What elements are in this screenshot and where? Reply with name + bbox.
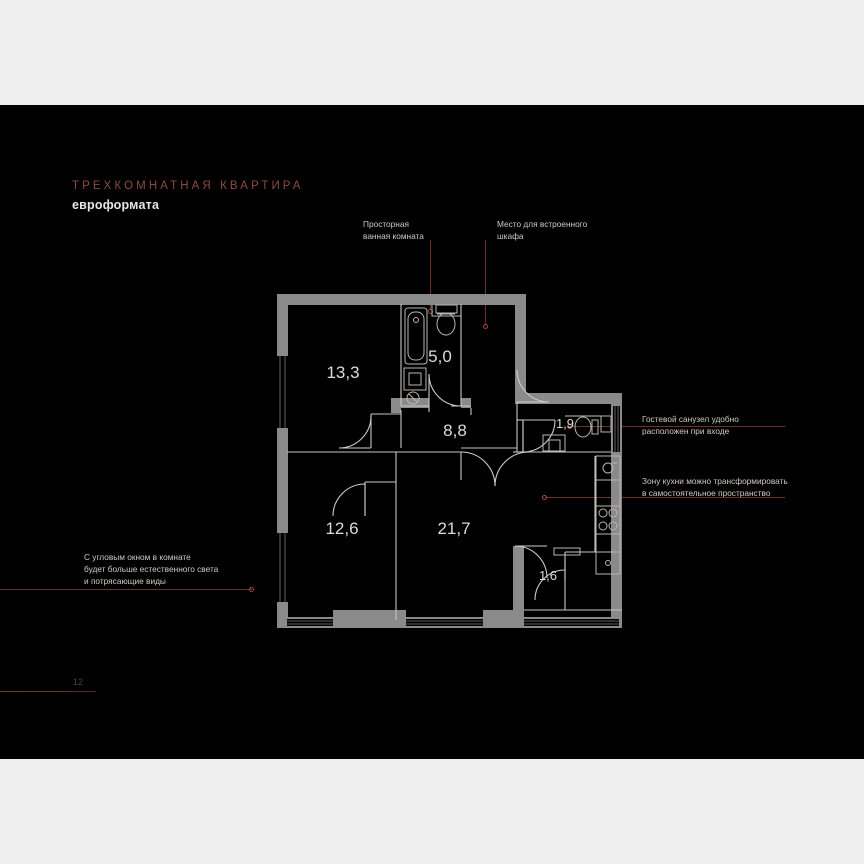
area-label-storage: 1,6 [539,568,557,583]
plan-walls [277,294,622,628]
plan-partitions [287,304,622,620]
plan-doors [332,369,566,601]
area-label-living: 21,7 [437,519,470,538]
callout-kitchen: Зону кухни можно трансформировать в само… [642,476,788,499]
leader-line-guest-wc [570,426,785,427]
floor-plan: .w { fill:#8a8a8a; } .ln { stroke:#c9c6c… [265,280,635,640]
callout-corner-window: С угловым окном в комнате будет больше е… [84,552,219,587]
callout-bathroom: Просторная ванная комната [363,219,424,242]
leader-dot-guest-wc [567,424,572,429]
plan-fixtures [403,304,621,575]
title-block: ТРЕХКОМНАТНАЯ КВАРТИРА евроформата [72,180,304,212]
leader-line-corner-window [0,589,252,590]
leader-dot-wardrobe [483,324,488,329]
plan-windows [278,356,620,626]
leader-line-wardrobe [485,240,486,325]
page-title: ТРЕХКОМНАТНАЯ КВАРТИРА [72,180,304,192]
area-label-bedroom-2: 12,6 [325,519,358,538]
page-number: 12 [73,677,84,687]
leader-dot-corner-window [249,587,254,592]
callout-wardrobe: Место для встроенного шкафа [497,219,588,242]
leader-line-kitchen [545,497,785,498]
page-rule [0,691,96,692]
callout-guest-wc: Гостевой санузел удобно расположен при в… [642,414,739,437]
page-subtitle: евроформата [72,198,160,212]
area-label-bedroom-1: 13,3 [326,363,359,382]
plan-area-labels: 13,3 5,0 8,8 1,9 12,6 21,7 1,6 [325,347,574,583]
leader-line-bathroom [430,240,431,310]
area-label-guest-wc: 1,9 [556,416,574,431]
slide-canvas: ТРЕХКОМНАТНАЯ КВАРТИРА евроформата Прост… [0,105,864,759]
leader-dot-kitchen [542,495,547,500]
area-label-hall: 8,8 [443,421,467,440]
area-label-bathroom: 5,0 [428,347,452,366]
